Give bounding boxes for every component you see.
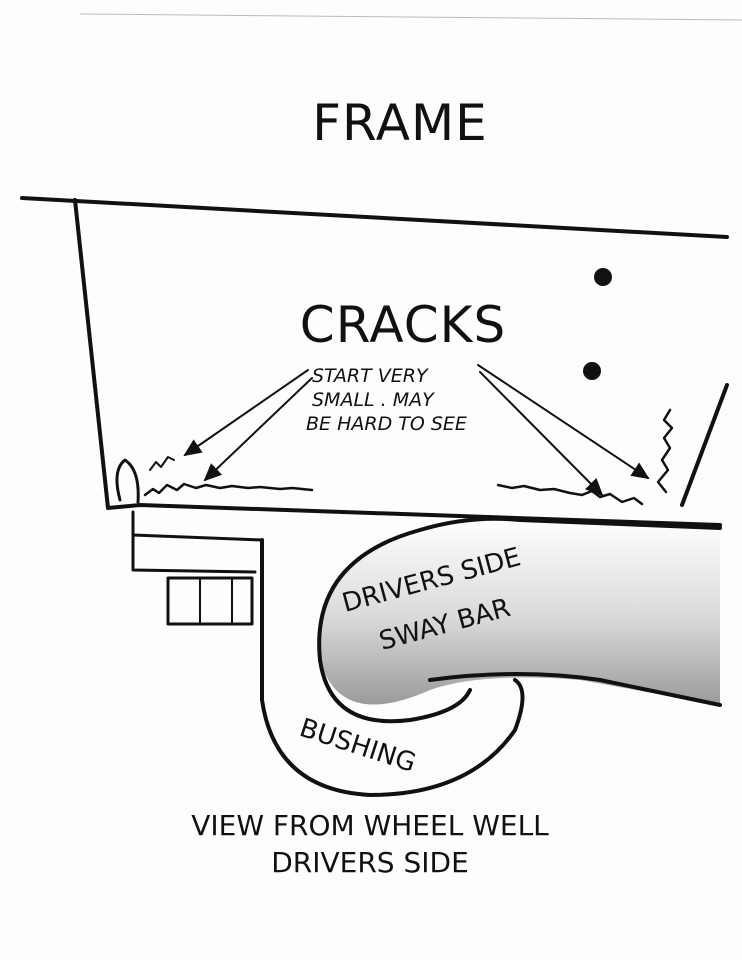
crack-marks bbox=[143, 408, 674, 506]
note-line-3: BE HARD TO SEE bbox=[306, 413, 467, 435]
cracks-label: CRACKS bbox=[300, 296, 506, 354]
note-line-2: SMALL . MAY bbox=[312, 389, 435, 411]
bushing bbox=[131, 533, 525, 797]
scan-edge bbox=[79, 13, 742, 21]
bushing-label: BUSHING bbox=[296, 713, 420, 779]
note-line-1: START VERY bbox=[312, 365, 429, 387]
title-frame: FRAME bbox=[312, 94, 487, 152]
crack-arrows bbox=[183, 364, 650, 497]
bolt-head bbox=[166, 576, 254, 626]
caption-line-1: VIEW FROM WHEEL WELL bbox=[191, 809, 549, 842]
sway-bar bbox=[317, 516, 722, 724]
caption-line-2: DRIVERS SIDE bbox=[271, 846, 469, 879]
frame-hole bbox=[594, 268, 612, 286]
frame-hole bbox=[583, 362, 601, 380]
